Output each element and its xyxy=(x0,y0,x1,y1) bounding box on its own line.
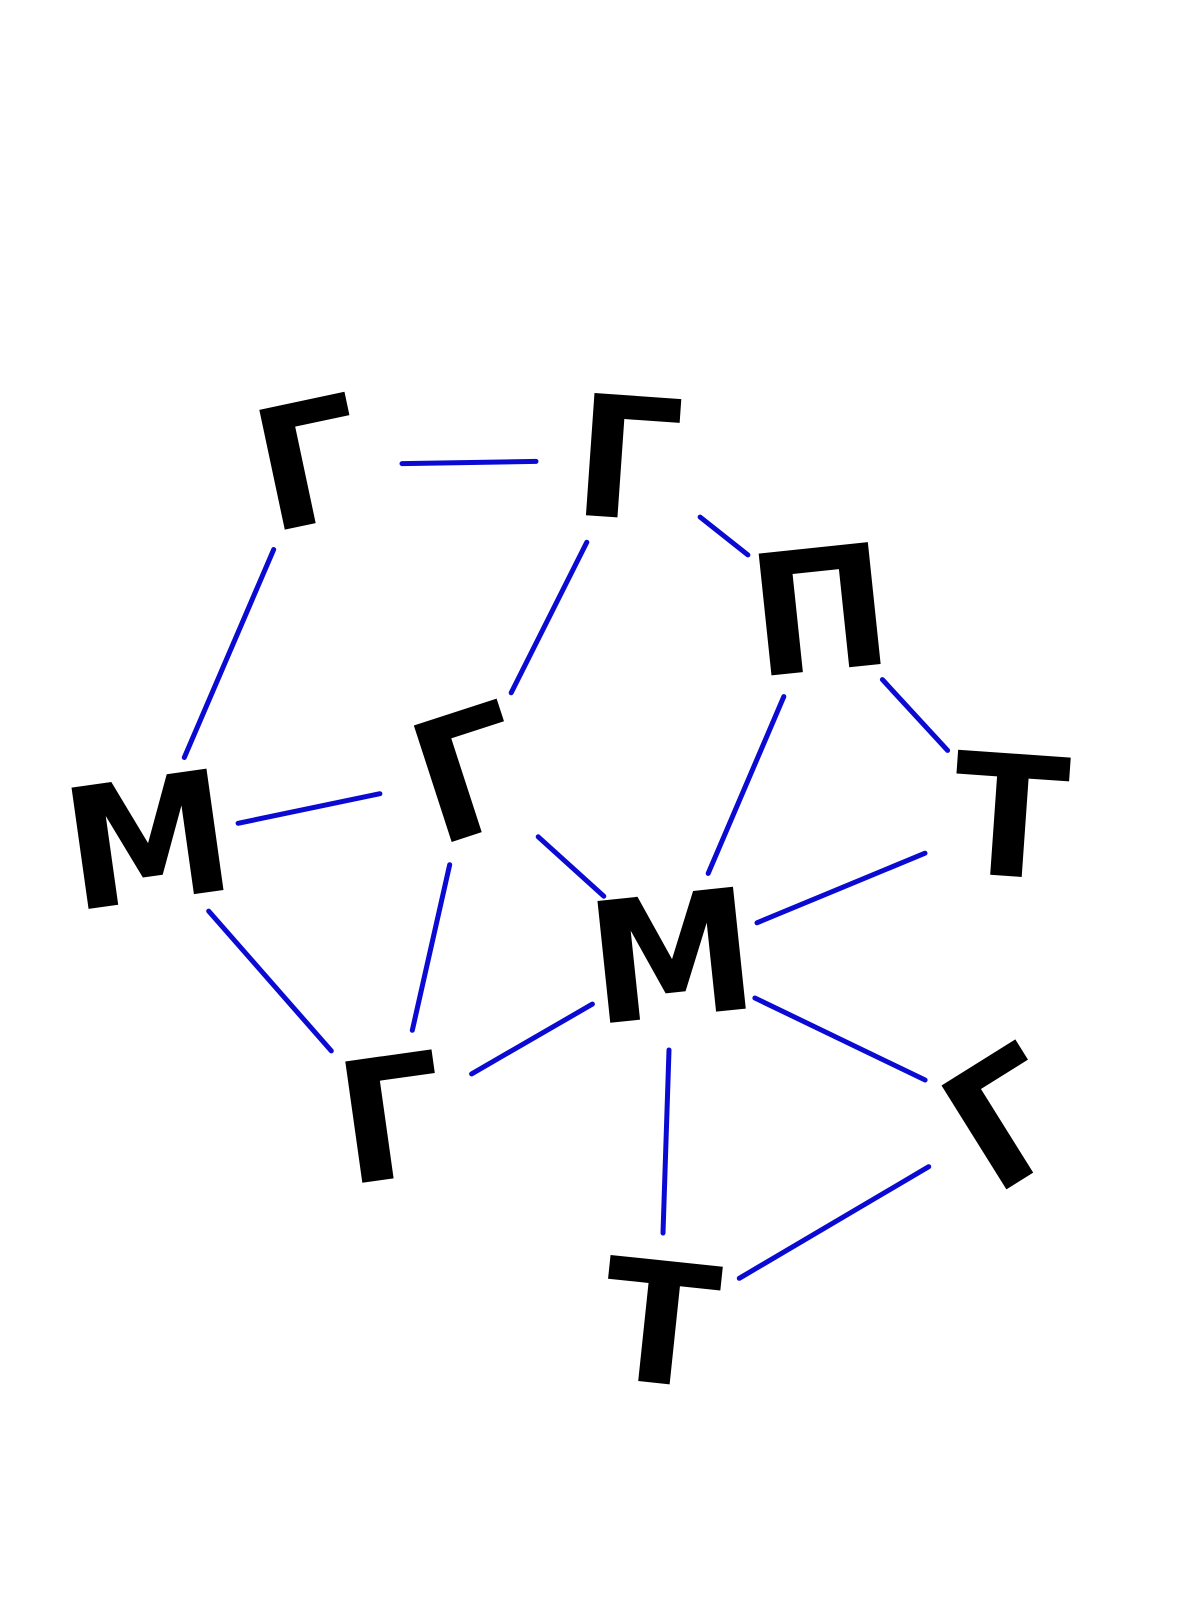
node-n4: M xyxy=(52,733,245,950)
edge-n7-n10 xyxy=(660,1047,672,1236)
edge-n4-n8 xyxy=(206,908,334,1054)
edges-layer xyxy=(181,458,951,1281)
edge-n1-n2 xyxy=(399,458,539,467)
edge-n9-n10 xyxy=(736,1164,932,1281)
node-n10: T xyxy=(593,1222,727,1429)
edge-n2-n3 xyxy=(697,514,751,558)
node-n5: Γ xyxy=(389,665,551,884)
edge-n5-n8 xyxy=(409,862,453,1033)
edge-n1-n4 xyxy=(181,547,277,760)
edge-n7-n9 xyxy=(752,995,928,1083)
node-n9: Γ xyxy=(911,1009,1106,1232)
edge-n2-n5 xyxy=(508,539,590,696)
edge-n3-n6 xyxy=(879,677,951,753)
edge-n6-n7 xyxy=(754,850,928,926)
edge-n8-n7 xyxy=(469,1001,595,1077)
node-n7: M xyxy=(579,852,766,1064)
node-n6: T xyxy=(946,716,1074,920)
edge-n4-n5 xyxy=(235,791,383,826)
node-n2: Γ xyxy=(568,359,688,562)
node-n8: Γ xyxy=(325,1016,458,1225)
edge-n5-n7 xyxy=(535,834,607,899)
edge-n3-n7 xyxy=(705,694,787,876)
node-n1: Γ xyxy=(237,358,382,572)
node-n3: Π xyxy=(740,507,900,717)
